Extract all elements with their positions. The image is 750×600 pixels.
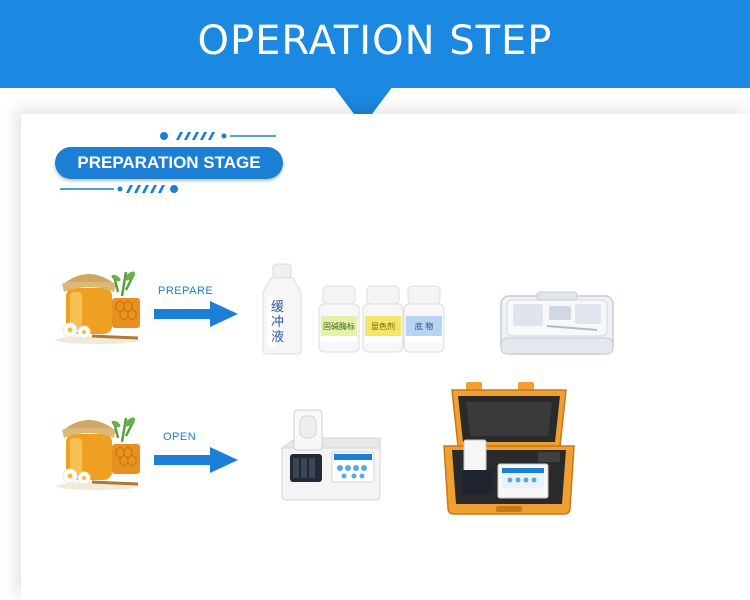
stage-top-decoration <box>160 132 276 140</box>
honey-jar-image <box>56 271 140 344</box>
arrow-right-icon <box>154 301 238 327</box>
buffer-bottle-label: 缓冲液 <box>271 300 285 345</box>
reagent-bottle-1-image <box>318 285 360 353</box>
step-label-prepare: PREPARE <box>158 285 214 297</box>
preparation-stage-badge: PREPARATION STAGE <box>55 147 283 179</box>
reagent-bottle-2-label: 显色剂 <box>371 322 395 331</box>
reagent-bottle-3-label: 底 物 <box>414 322 434 331</box>
stage-label: PREPARATION STAGE <box>77 153 261 172</box>
sample-kit-box-image <box>500 291 614 355</box>
header-banner: OPERATION STEP <box>0 0 750 88</box>
portable-case-image <box>443 382 575 515</box>
reagent-bottle-3-image <box>403 285 445 353</box>
analyzer-device-image <box>280 409 381 501</box>
stage-bottom-decoration <box>60 185 178 193</box>
buffer-bottle-image <box>262 263 302 355</box>
page-title: OPERATION STEP <box>197 18 553 64</box>
arrow-right-icon-2 <box>154 447 238 473</box>
reagent-bottle-2-image <box>362 285 404 353</box>
honey-jar-image-2 <box>56 417 140 490</box>
step-label-open: OPEN <box>163 431 197 443</box>
reagent-bottle-1-label: 固碱酶标 <box>323 322 355 331</box>
content-panel <box>21 114 750 600</box>
